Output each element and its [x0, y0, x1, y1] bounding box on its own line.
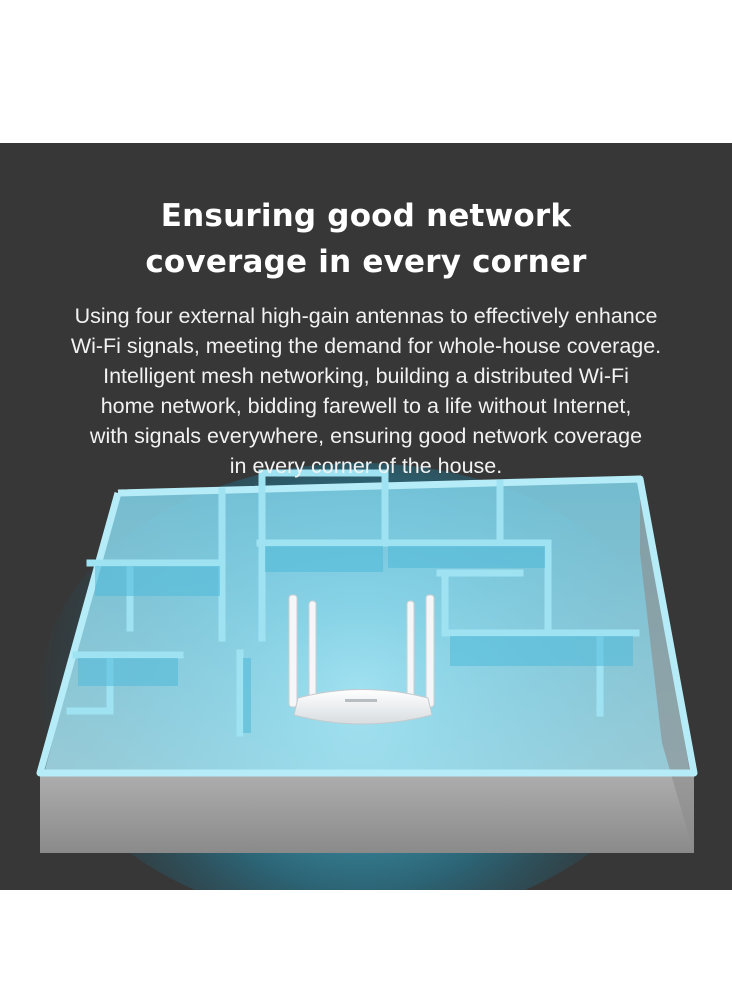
- router-body: [293, 689, 433, 725]
- router-antennas: [288, 594, 435, 708]
- outer-wall-front: [40, 773, 694, 853]
- feature-description: Using four external high-gain antennas t…: [20, 301, 712, 481]
- headline-line-1: Ensuring good network: [160, 198, 572, 234]
- wifi-router: [288, 594, 435, 725]
- house-coverage-illustration: [0, 443, 732, 890]
- description-line-3: Intelligent mesh networking, building a …: [103, 364, 629, 388]
- description-line-5: with signals everywhere, ensuring good n…: [89, 424, 643, 448]
- outer-wall-rim: [36, 475, 698, 777]
- router-logo: [345, 699, 377, 702]
- description-line-6: in every corner of the house.: [229, 454, 503, 478]
- description-line-4: home network, bidding farewell to a life…: [100, 394, 632, 418]
- interior-wall-shading: [78, 546, 633, 733]
- headline-line-2: coverage in every corner: [145, 244, 587, 280]
- feature-headline: Ensuring good network coverage in every …: [0, 193, 732, 285]
- description-line-2: Wi-Fi signals, meeting the demand for wh…: [70, 334, 662, 358]
- house-floor: [44, 479, 690, 773]
- description-line-1: Using four external high-gain antennas t…: [74, 304, 658, 328]
- floor-plan-svg: [36, 463, 698, 890]
- feature-banner: Ensuring good network coverage in every …: [0, 143, 732, 890]
